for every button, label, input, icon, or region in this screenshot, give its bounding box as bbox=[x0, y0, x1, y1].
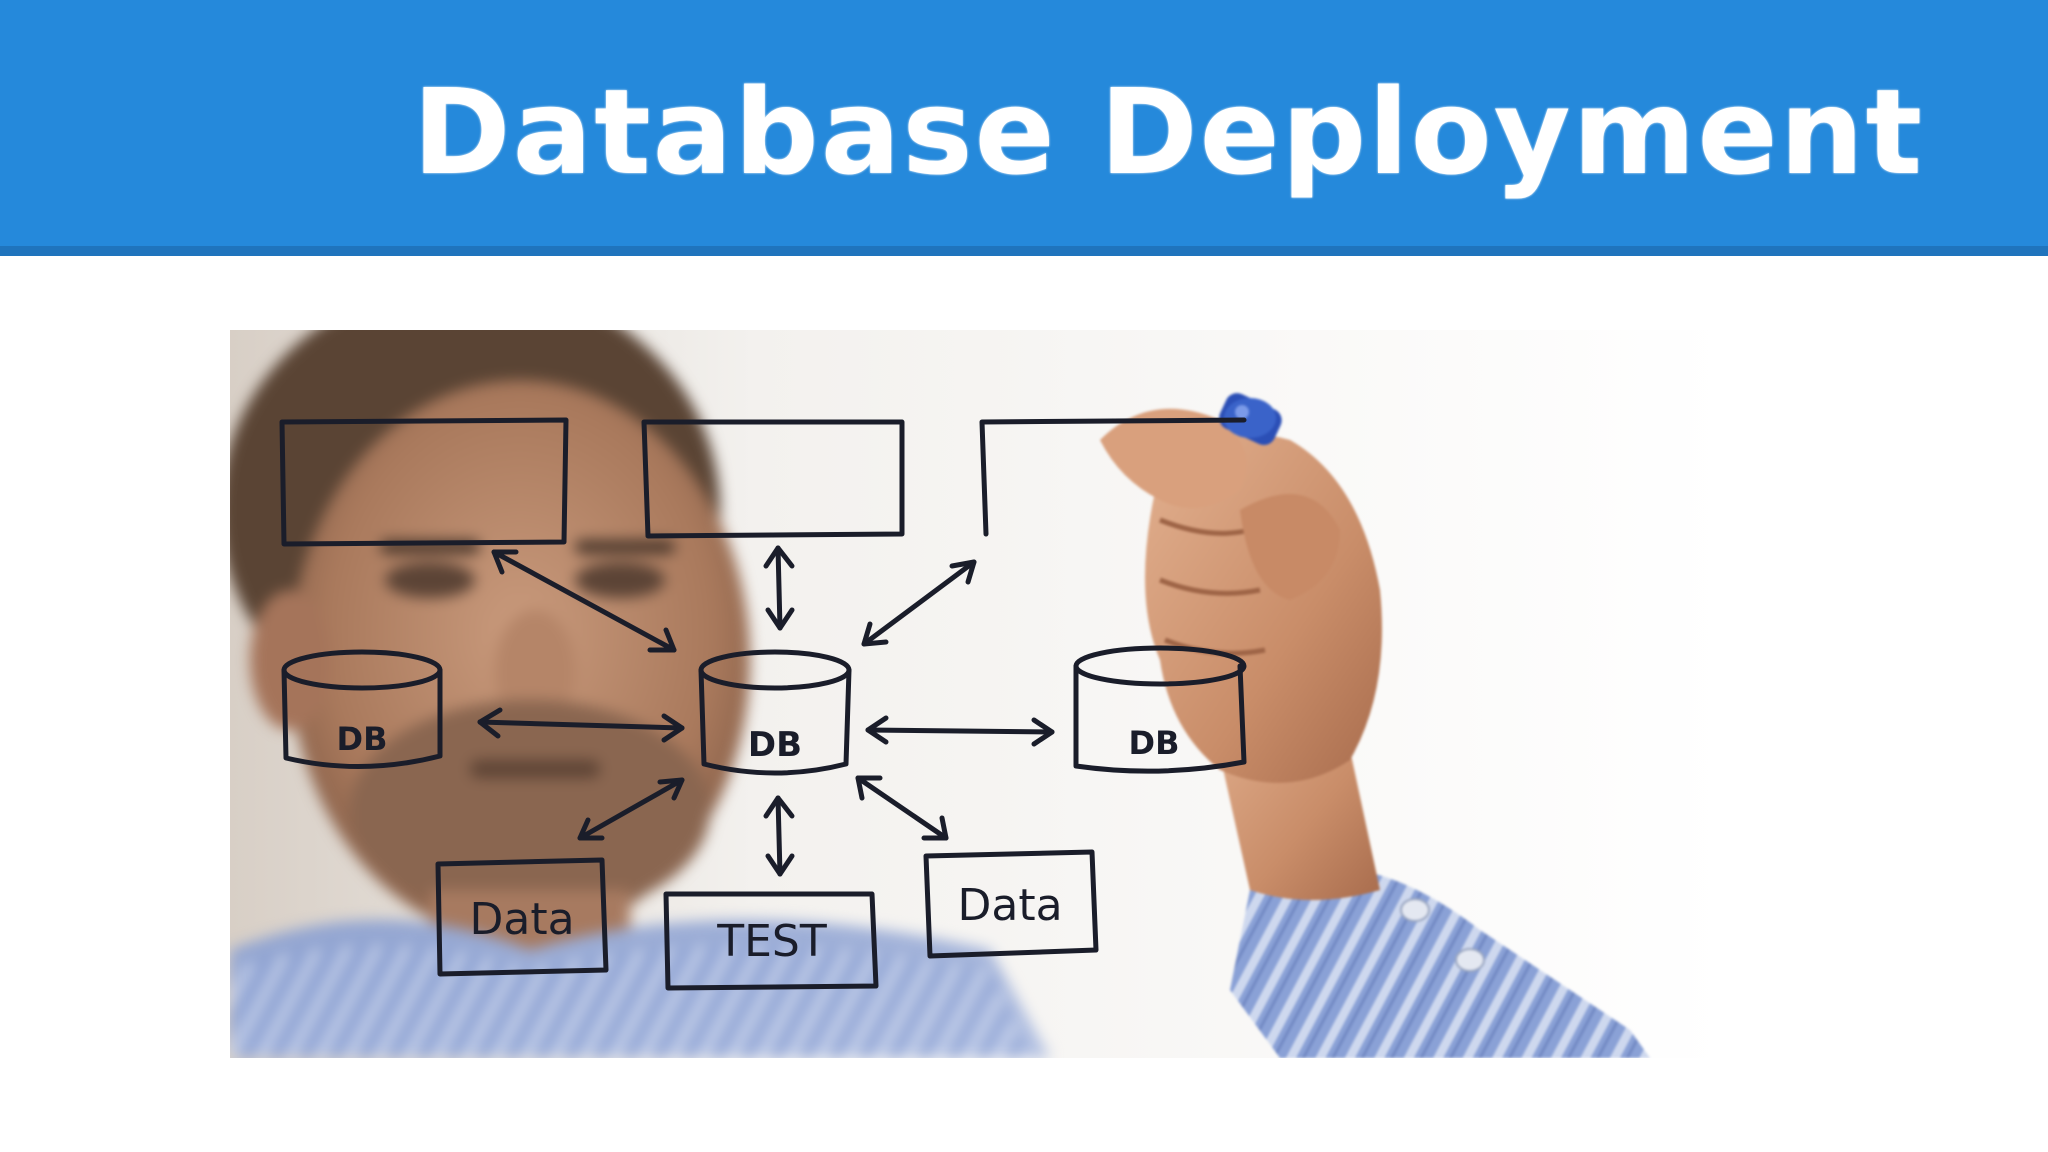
arrow-center-to-test bbox=[763, 795, 795, 877]
center-db-label: DB bbox=[748, 725, 802, 765]
slide-title: Database Deployment bbox=[412, 63, 1924, 201]
diagram-box-data-left bbox=[435, 857, 609, 977]
diagram-box-top-right bbox=[979, 417, 1247, 537]
diagram-box-top-middle bbox=[641, 419, 905, 539]
diagram-db-center bbox=[698, 649, 852, 776]
arrow-top-middle-to-center bbox=[763, 545, 795, 631]
test-label: TEST bbox=[716, 916, 827, 967]
diagram-box-test bbox=[663, 891, 879, 991]
diagram-db-left bbox=[281, 649, 443, 770]
right-data-label: Data bbox=[957, 880, 1062, 931]
hand-with-marker bbox=[1100, 393, 1650, 1058]
diagram-box-data-right bbox=[923, 849, 1099, 959]
arrow-center-to-left-data bbox=[577, 777, 685, 841]
arrow-top-left-to-center bbox=[491, 549, 677, 653]
arrow-top-right-to-center bbox=[861, 559, 977, 647]
arrow-center-to-right-data bbox=[855, 775, 949, 841]
header-bar bbox=[0, 0, 2048, 246]
right-db-label: DB bbox=[1129, 724, 1180, 762]
left-data-label: Data bbox=[469, 894, 574, 945]
arrow-left-db-to-center bbox=[477, 707, 685, 743]
diagram-db-right bbox=[1073, 645, 1247, 774]
person-silhouette bbox=[230, 330, 1050, 1058]
arrow-center-to-right-db bbox=[865, 715, 1055, 747]
header-divider bbox=[0, 246, 2048, 256]
illustration-photo: DB DB DB Data TEST Data bbox=[230, 330, 1726, 1058]
left-db-label: DB bbox=[337, 720, 388, 758]
diagram-box-top-left bbox=[279, 417, 569, 547]
